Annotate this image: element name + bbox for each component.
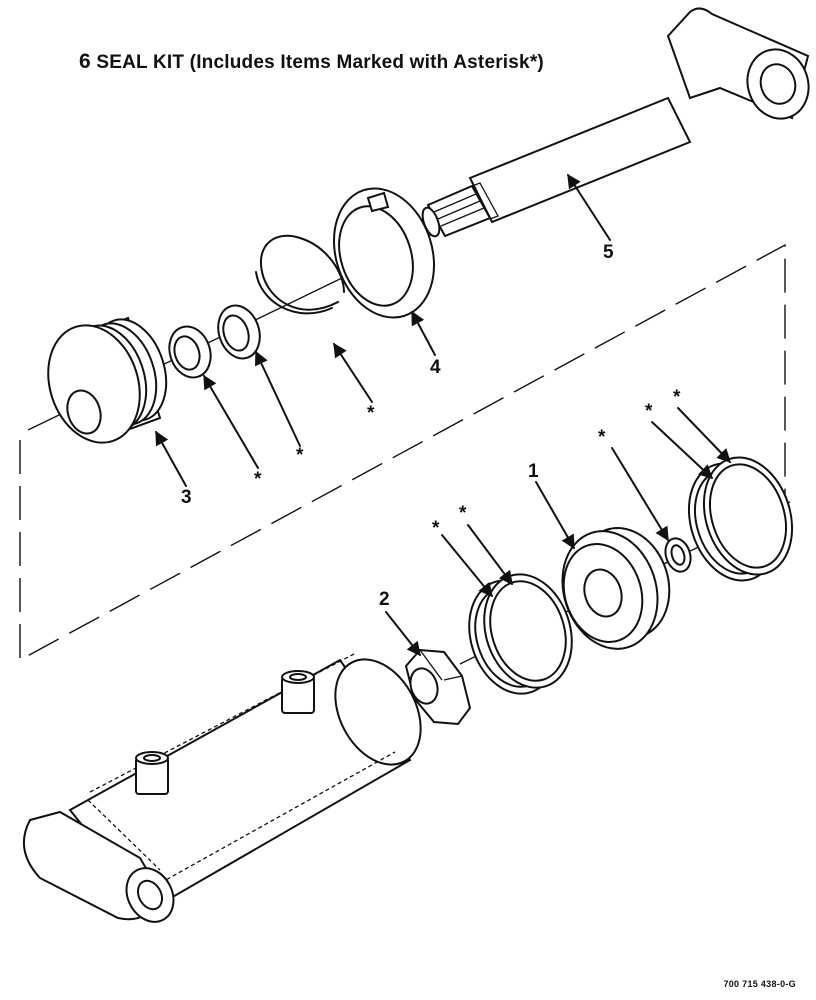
asterisk-small-o-ring: * xyxy=(598,427,606,448)
figure-reference-number: 700 715 438-0-G xyxy=(723,979,796,989)
asterisk-piston-ring-a: * xyxy=(645,401,653,422)
gland xyxy=(47,316,168,444)
callout-item-5: 5 xyxy=(603,242,614,263)
asterisk-piston-seal-b: * xyxy=(459,503,467,524)
asterisk-rod-seal: * xyxy=(254,469,262,490)
leader-arrows xyxy=(155,173,731,657)
seal-kit-item-number: 6 xyxy=(79,50,91,73)
rod-seal xyxy=(168,325,212,379)
lock-nut xyxy=(333,187,435,319)
asterisk-piston-seal-a: * xyxy=(432,518,440,539)
callout-item-4: 4 xyxy=(430,357,441,378)
asterisk-piston-ring-b: * xyxy=(673,387,681,408)
barrel xyxy=(23,653,422,923)
callout-item-3: 3 xyxy=(181,487,192,508)
diagram-title: 6 SEAL KIT (Includes Items Marked with A… xyxy=(79,50,544,74)
hex-nut xyxy=(404,648,472,726)
callout-item-2: 2 xyxy=(379,589,390,610)
small-o-ring xyxy=(664,537,692,573)
retaining-ring xyxy=(255,234,345,315)
asterisk-retaining-ring: * xyxy=(367,403,375,424)
piston-ring-pair xyxy=(687,456,794,582)
piston-seal-pair xyxy=(468,573,573,695)
piston xyxy=(561,527,671,650)
break-lines xyxy=(19,243,786,662)
wiper-seal xyxy=(217,304,261,360)
asterisk-wiper-seal: * xyxy=(296,445,304,466)
callout-item-1: 1 xyxy=(528,461,539,482)
piston-rod xyxy=(421,7,810,238)
seal-kit-description: SEAL KIT (Includes Items Marked with Ast… xyxy=(96,52,544,73)
